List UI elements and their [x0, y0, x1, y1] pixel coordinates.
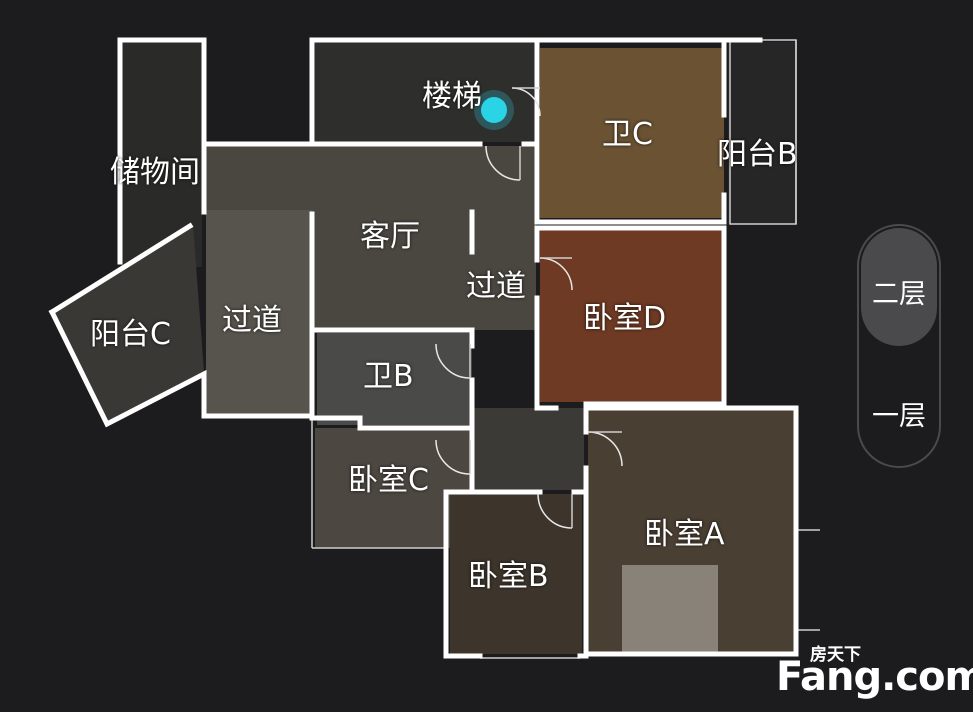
mattress [622, 565, 718, 653]
balcony-b-floor [728, 42, 796, 224]
watermark-small-text: 房天下 [810, 645, 861, 665]
fang-logo: 房天下 Fang.com [776, 640, 973, 702]
room-label-storage: 储物间 [110, 155, 200, 190]
thin-lines [311, 39, 820, 659]
doors [435, 87, 623, 529]
bath-c-floor [540, 48, 724, 218]
room-label-bedroom-a: 卧室A [644, 517, 725, 552]
watermark-brand-text: Fang.com [776, 654, 973, 700]
current-position-marker [481, 97, 507, 123]
corridor-floor [474, 408, 584, 490]
room-label-bedroom-b: 卧室B [468, 559, 549, 594]
balcony-c-floor [55, 225, 204, 422]
room-label-hall-left: 过道 [222, 303, 282, 338]
room-label-stairs: 楼梯 [422, 79, 482, 114]
bedroom-b-floor [450, 494, 582, 654]
room-label-hall-right: 过道 [466, 269, 526, 304]
room-label-living: 客厅 [360, 219, 420, 254]
room-label-balcony-b: 阳台B [717, 137, 798, 172]
floor-2-button[interactable]: 二层 [872, 279, 926, 310]
floor-1-button[interactable]: 一层 [872, 401, 926, 432]
room-label-bedroom-d: 卧室D [583, 301, 667, 336]
room-fills [55, 42, 796, 654]
walls [48, 37, 799, 659]
floor-active-indicator [861, 228, 937, 346]
room-label-balcony-c: 阳台C [90, 317, 171, 352]
stairs-floor [315, 42, 537, 142]
floor-switcher: 二层 一层 [857, 224, 941, 468]
room-label-bath-c: 卫C [602, 117, 653, 152]
bath-b-floor [317, 333, 472, 425]
room-label-bath-b: 卫B [363, 359, 414, 394]
hall-left-floor [206, 210, 312, 415]
room-label-bedroom-c: 卧室C [348, 463, 429, 498]
